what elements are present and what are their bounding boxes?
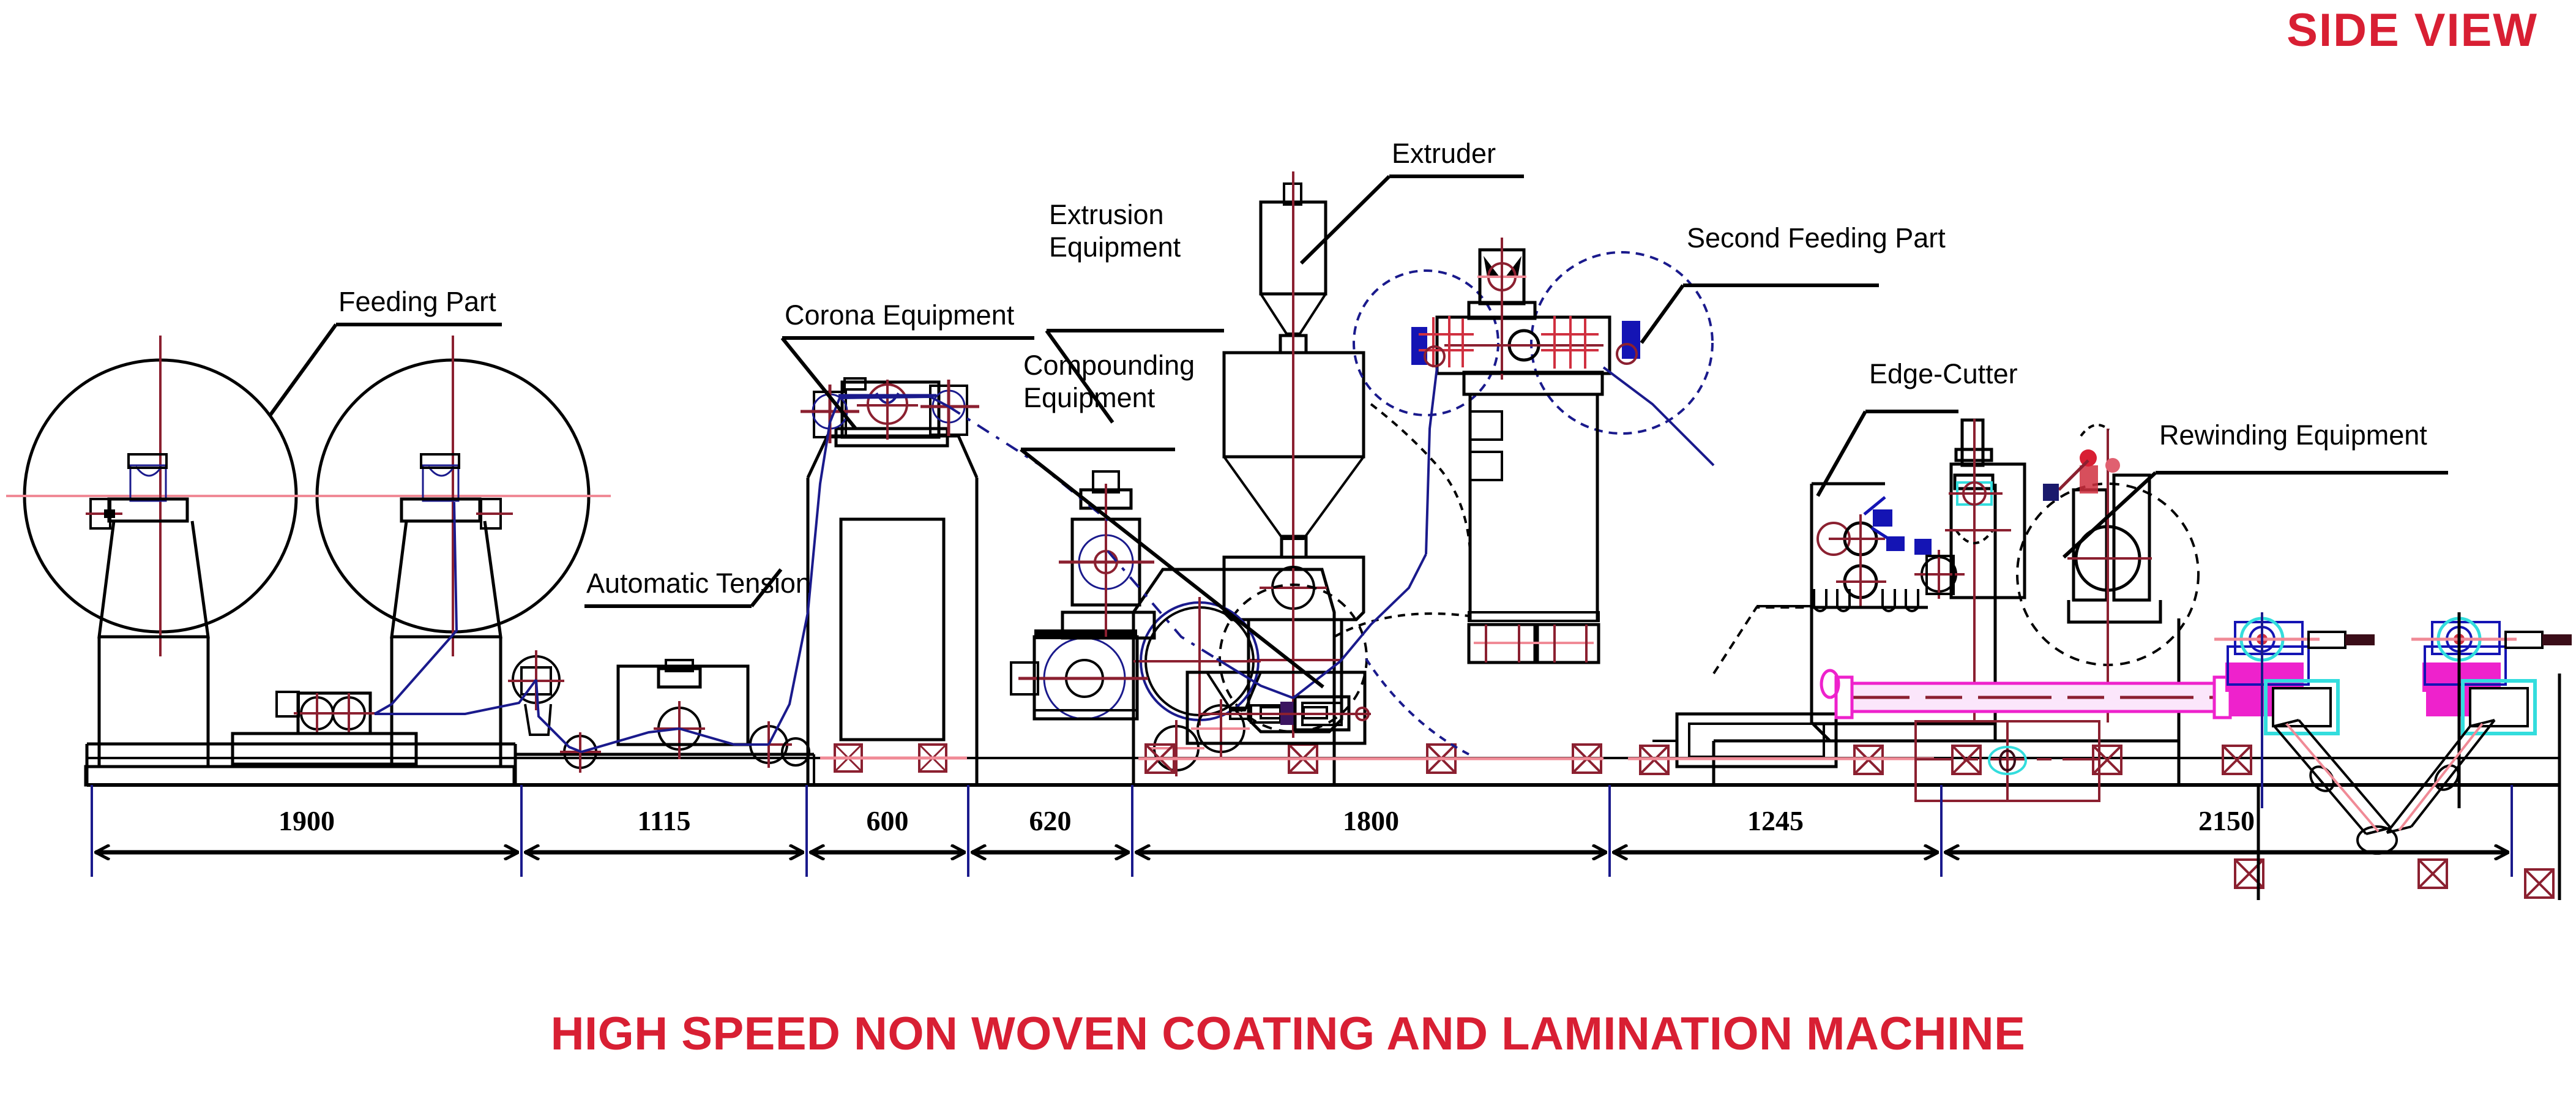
callout-automatic-tension: Automatic Tension (586, 568, 811, 599)
dimension-label-6: 1245 (1747, 805, 1804, 836)
machine-base-rail (85, 742, 2561, 787)
dimension-label-4: 620 (1029, 805, 1072, 836)
callout-leader-lines (267, 175, 2448, 689)
feeding-part-assembly (6, 336, 611, 787)
dimension-label-2: 1115 (637, 805, 691, 836)
second-feeding-part-assembly (1334, 238, 1714, 756)
callout-feeding-part: Feeding Part (338, 286, 496, 317)
callout-extrusion-equipment: Extrusion Equipment (1049, 199, 1181, 263)
callout-extruder: Extruder (1392, 138, 1496, 169)
callout-edge-cutter: Edge-Cutter (1869, 358, 2018, 389)
side-view-title: SIDE VIEW (2287, 4, 2538, 56)
callout-corona-equipment: Corona Equipment (785, 299, 1015, 331)
dimension-label-1: 1900 (278, 805, 335, 836)
lower-motor-and-hopper (1185, 670, 1371, 745)
rewind-station-left (2214, 612, 2375, 808)
callout-second-feeding-part: Second Feeding Part (1687, 222, 1946, 253)
edge-cutter-base-frame (1628, 712, 1934, 775)
callout-rewinding-equipment: Rewinding Equipment (2159, 419, 2427, 451)
extrusion-compounding-assembly (1010, 171, 1603, 785)
callout-compounding-equipment: Compounding Equipment (1023, 350, 1195, 414)
machine-title: HIGH SPEED NON WOVEN COATING AND LAMINAT… (550, 1008, 2026, 1060)
dimension-label-5: 1800 (1343, 805, 1399, 836)
rewinding-equipment-assembly (1820, 612, 2572, 900)
dimension-label-3: 600 (866, 805, 909, 836)
dimension-row (91, 785, 2513, 877)
web-path-line (374, 366, 1715, 753)
dimension-label-7: 2150 (2198, 805, 2255, 836)
edge-cutter-assembly (1712, 418, 2200, 785)
